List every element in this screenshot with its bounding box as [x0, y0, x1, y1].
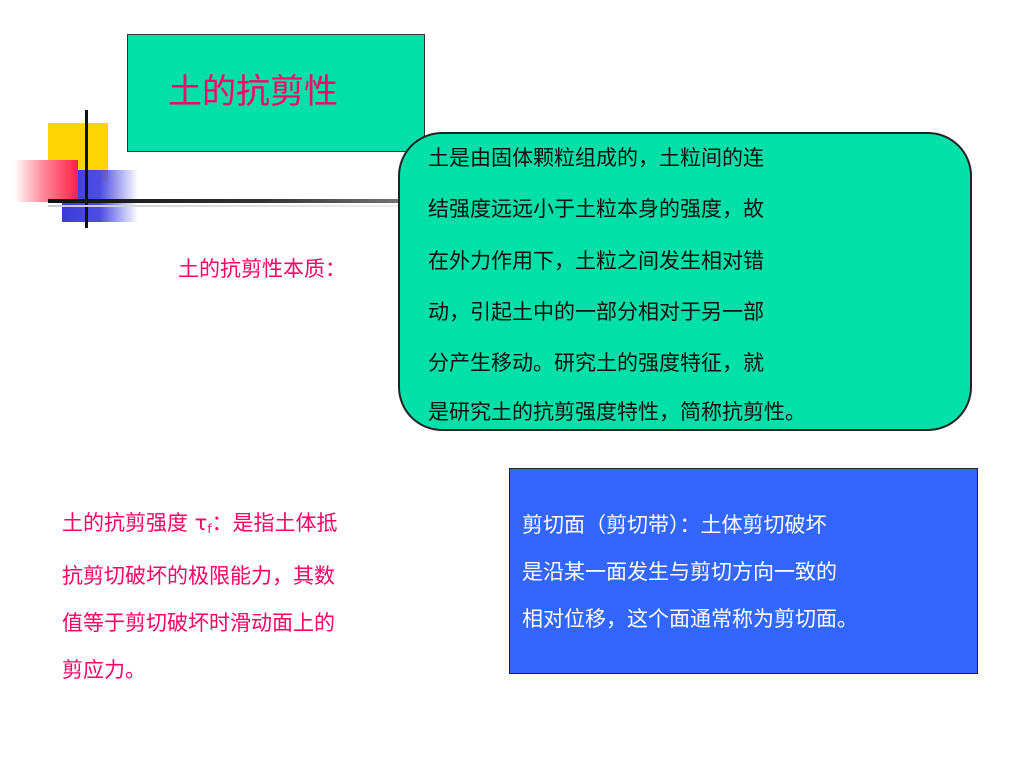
strength-subscript: f [207, 522, 212, 536]
strength-suffix: ：是指土体抵 [211, 511, 338, 535]
shear-plane-line: 剪切面（剪切带）：土体剪切破坏 [522, 513, 827, 537]
nature-line: 结强度远远小于土粒本身的强度，故 [428, 197, 764, 221]
logo-red-square [14, 160, 78, 202]
nature-line: 土是由固体颗粒组成的，土粒间的连 [428, 146, 764, 170]
logo-blue-square [62, 170, 138, 222]
strength-prefix: 土的抗剪强度 τ [62, 511, 208, 535]
shear-strength-definition: 土的抗剪强度 τf：是指土体抵 抗剪切破坏的极限能力，其数 值等于剪切破坏时滑动… [62, 500, 462, 694]
title-box: 土的抗剪性 [127, 34, 425, 152]
logo-vertical-line [85, 110, 88, 228]
strength-line: 值等于剪切破坏时滑动面上的 [62, 611, 335, 635]
nature-line: 在外力作用下，土粒之间发生相对错 [428, 249, 764, 273]
nature-line: 分产生移动。研究土的强度特征，就 [428, 351, 764, 375]
strength-line-first: 土的抗剪强度 τf：是指土体抵 [62, 500, 462, 553]
logo-horizontal-shadow [48, 205, 408, 207]
nature-line: 是研究土的抗剪强度特性，简称抗剪性。 [428, 400, 806, 424]
shear-plane-line: 相对位移，这个面通常称为剪切面。 [522, 607, 858, 631]
nature-description-box: 土是由固体颗粒组成的，土粒间的连 结强度远远小于土粒本身的强度，故 在外力作用下… [398, 132, 972, 431]
strength-line: 抗剪切破坏的极限能力，其数 [62, 564, 335, 588]
nature-label: 土的抗剪性本质： [178, 257, 346, 281]
nature-line: 动，引起土中的一部分相对于另一部 [428, 300, 764, 324]
logo-horizontal-line [48, 199, 408, 203]
shear-plane-box: 剪切面（剪切带）：土体剪切破坏 是沿某一面发生与剪切方向一致的 相对位移，这个面… [509, 468, 978, 674]
logo-yellow-square [48, 123, 108, 181]
page-title: 土的抗剪性 [168, 72, 338, 112]
strength-line: 剪应力。 [62, 658, 146, 682]
shear-plane-line: 是沿某一面发生与剪切方向一致的 [522, 560, 837, 584]
